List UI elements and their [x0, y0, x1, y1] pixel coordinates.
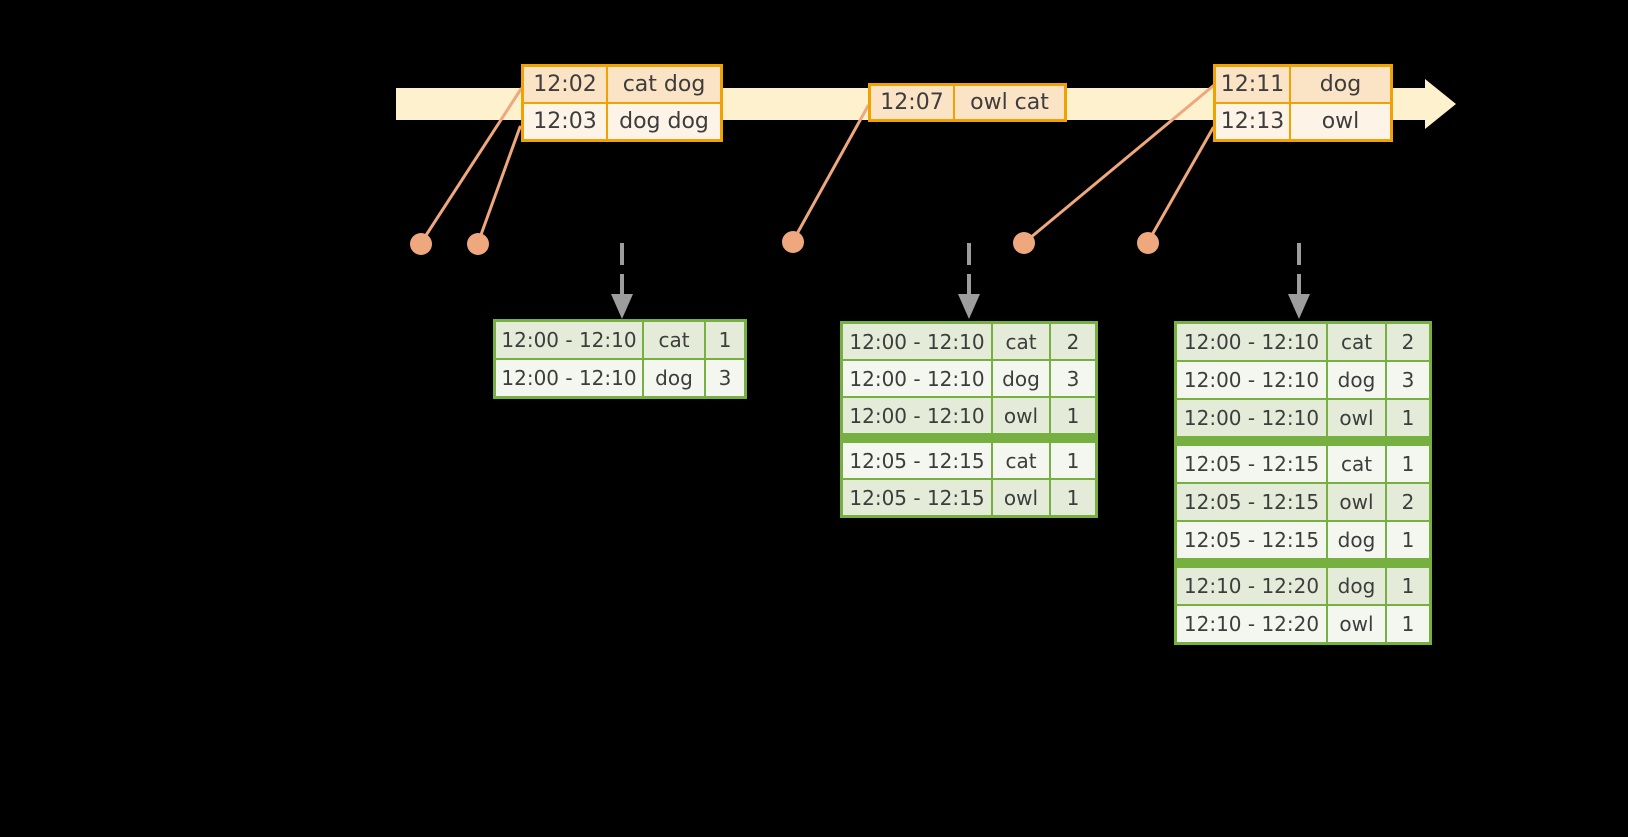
event-dot: [782, 231, 804, 253]
table-cell: 12:00 - 12:10: [843, 361, 991, 396]
event-dots: [410, 231, 1159, 255]
trigger-arrowhead-icon: [958, 294, 980, 319]
table-cell: dog: [1328, 362, 1385, 398]
connector-line: [791, 104, 870, 243]
connector-line: [1022, 84, 1215, 245]
trigger-arrow-lines: [620, 243, 1301, 296]
table-cell: cat: [993, 324, 1049, 359]
table-cell: 1: [1051, 398, 1095, 433]
table-cell: 1: [1387, 446, 1429, 482]
table-cell: 12:02: [524, 67, 606, 102]
table-cell: 1: [1387, 606, 1429, 642]
table-cell: owl: [1328, 606, 1385, 642]
table-cell: owl: [993, 480, 1049, 515]
table-cell: 12:10 - 12:20: [1177, 606, 1326, 642]
table-cell: 12:00 - 12:10: [1177, 400, 1326, 436]
connector-lines: [419, 84, 1215, 245]
table-cell: 12:05 - 12:15: [1177, 522, 1326, 558]
table-cell: 2: [1051, 324, 1095, 359]
table-cell: 1: [1051, 480, 1095, 515]
table-cell: 12:00 - 12:10: [1177, 324, 1326, 360]
event-dot: [410, 233, 432, 255]
table-cell: 12:00 - 12:10: [843, 398, 991, 433]
table-cell: dog: [1328, 568, 1385, 604]
table-cell: 12:13: [1216, 104, 1289, 139]
table-cell: 2: [1387, 484, 1429, 520]
connector-line: [476, 125, 522, 245]
table-cell: cat dog: [608, 67, 720, 102]
table-cell: dog: [644, 360, 704, 396]
table-cell: cat: [1328, 446, 1385, 482]
table-cell: dog dog: [608, 104, 720, 139]
table-cell: cat: [644, 322, 704, 358]
trigger-arrowhead-icon: [1288, 294, 1310, 319]
table-cell: 12:00 - 12:10: [496, 360, 642, 396]
table-cell: 12:00 - 12:10: [496, 322, 642, 358]
table-cell: owl cat: [955, 86, 1064, 119]
table-cell: 3: [1387, 362, 1429, 398]
table-cell: 12:10 - 12:20: [1177, 568, 1326, 604]
trigger-arrow-heads: [611, 294, 1310, 319]
table-cell: 2: [1387, 324, 1429, 360]
table-cell: dog: [1291, 67, 1390, 102]
table-cell: 12:07: [871, 86, 953, 119]
table-cell: 3: [706, 360, 744, 396]
table-cell: 12:00 - 12:10: [843, 324, 991, 359]
event-dot: [1013, 232, 1035, 254]
table-cell: 12:05 - 12:15: [1177, 484, 1326, 520]
table-cell: dog: [993, 361, 1049, 396]
table-cell: 12:11: [1216, 67, 1289, 102]
table-cell: owl: [1328, 400, 1385, 436]
table-cell: 12:03: [524, 104, 606, 139]
table-cell: cat: [1328, 324, 1385, 360]
table-cell: 12:05 - 12:15: [843, 480, 991, 515]
table-cell: cat: [993, 443, 1049, 478]
connector-line: [1146, 126, 1215, 244]
table-cell: owl: [1328, 484, 1385, 520]
table-cell: 1: [1387, 522, 1429, 558]
table-cell: 1: [1051, 443, 1095, 478]
connector-line: [419, 87, 523, 245]
trigger-arrowhead-icon: [611, 294, 633, 319]
table-cell: 1: [1387, 568, 1429, 604]
table-cell: 12:00 - 12:10: [1177, 362, 1326, 398]
table-cell: 1: [1387, 400, 1429, 436]
table-cell: 12:05 - 12:15: [843, 443, 991, 478]
event-dot: [1137, 232, 1159, 254]
table-cell: 3: [1051, 361, 1095, 396]
table-cell: owl: [1291, 104, 1390, 139]
table-cell: dog: [1328, 522, 1385, 558]
table-cell: owl: [993, 398, 1049, 433]
table-cell: 1: [706, 322, 744, 358]
event-dot: [467, 233, 489, 255]
table-cell: 12:05 - 12:15: [1177, 446, 1326, 482]
